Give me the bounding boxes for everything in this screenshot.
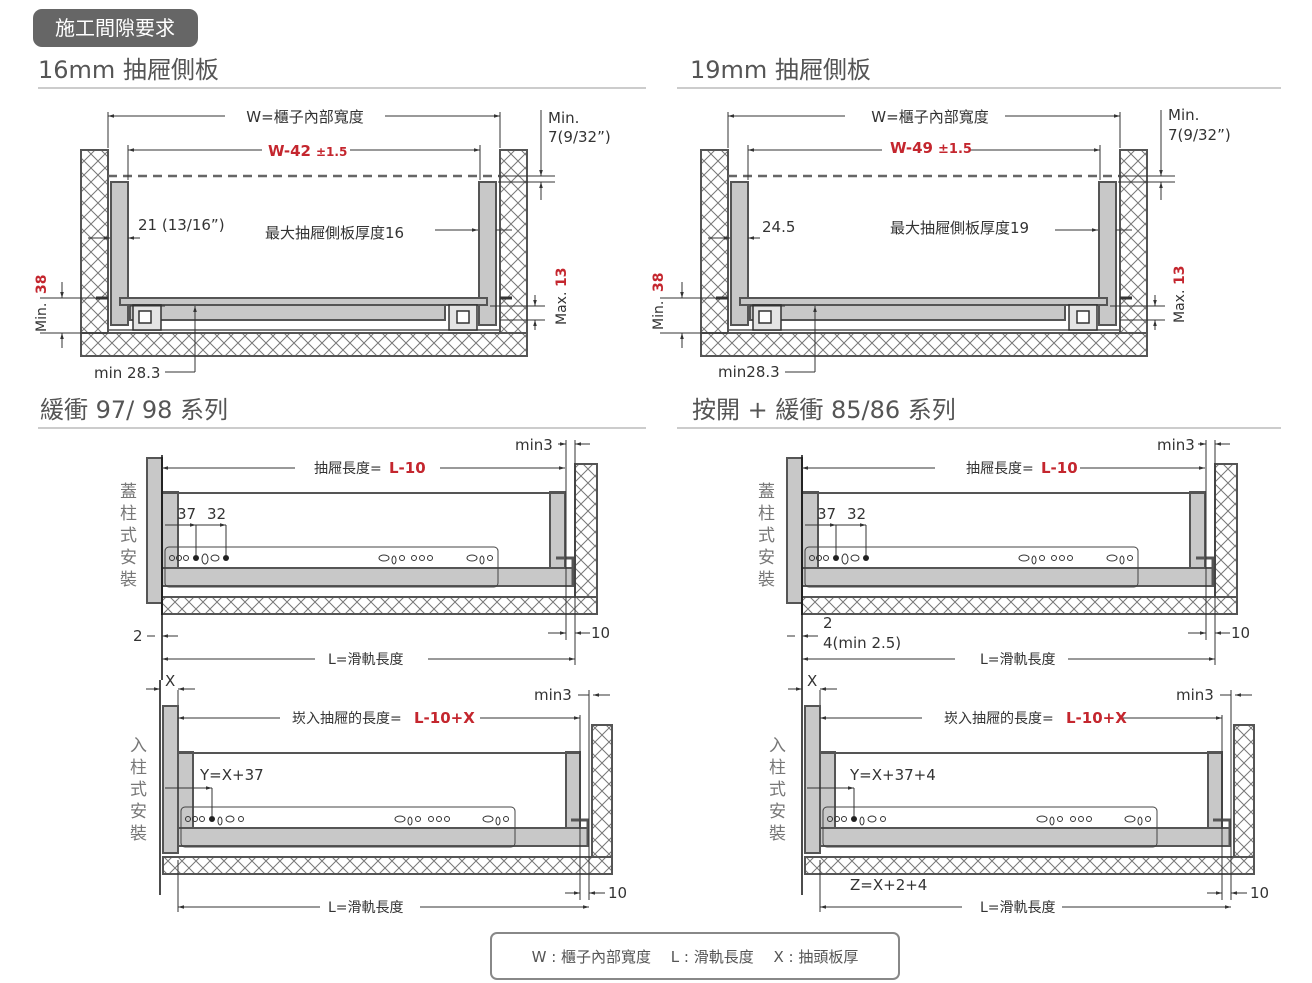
max13-label: Max. bbox=[1172, 290, 1188, 323]
dim-32: 32 bbox=[207, 505, 226, 523]
cross-section-19mm: W=櫃子內部寬度 Min. 7(9/32”) W-49 ±1.5 24.5 最大… bbox=[651, 106, 1231, 381]
dim-37: 37 bbox=[177, 505, 196, 523]
min-label: Min. bbox=[1168, 106, 1199, 124]
drawer-width: W-49 bbox=[890, 139, 933, 157]
dim-32: 32 bbox=[847, 505, 866, 523]
inset-length-label: 崁入抽屜的長度= bbox=[292, 711, 402, 727]
drawer-length-label: 抽屜長度= bbox=[966, 461, 1034, 477]
dim-37: 37 bbox=[817, 505, 836, 523]
max-side-thickness: 最大抽屜側板厚度19 bbox=[890, 219, 1029, 237]
tolerance: ±1.5 bbox=[938, 142, 972, 157]
rail-length: L=滑軌長度 bbox=[328, 899, 404, 916]
w-label: W=櫃子內部寬度 bbox=[246, 108, 363, 126]
max13-value: 13 bbox=[554, 268, 570, 287]
gap-2: 2 bbox=[133, 627, 143, 645]
side-gap: 24.5 bbox=[762, 218, 795, 236]
min38-value: 38 bbox=[34, 275, 50, 294]
min-value: 7(9/32”) bbox=[548, 128, 611, 146]
title-series-85-86: 按開 + 緩衝 85/86 系列 bbox=[692, 396, 956, 424]
cross-section-16mm: W=櫃子內部寬度 Min. 7(9/32”) W-42 ±1.5 21 (13/… bbox=[34, 108, 611, 382]
y-formula: Y=X+37 bbox=[199, 766, 264, 784]
legend-text: W : 櫃子內部寬度 L : 滑軌長度 X : 抽頭板厚 bbox=[532, 948, 859, 966]
overlay-label: 蓋柱式安裝 bbox=[754, 482, 775, 592]
section-badge: 施工間隙要求 bbox=[33, 9, 198, 47]
min-28-3: min28.3 bbox=[718, 363, 780, 381]
dim-10: 10 bbox=[1250, 884, 1269, 902]
drawer-length-value: L-10 bbox=[389, 459, 426, 477]
w-label: W=櫃子內部寬度 bbox=[871, 108, 988, 126]
min38-label: Min. bbox=[34, 303, 50, 332]
inset-label: 入柱式安裝 bbox=[765, 736, 786, 846]
min3-label: min3 bbox=[1157, 436, 1195, 454]
dim-10: 10 bbox=[1231, 624, 1250, 642]
min3-label: min3 bbox=[1176, 686, 1214, 704]
title-series-97-98: 緩衝 97/ 98 系列 bbox=[40, 396, 228, 424]
dim-10: 10 bbox=[591, 624, 610, 642]
side-gap: 21 (13/16”) bbox=[138, 216, 225, 234]
gap-4: 4(min 2.5) bbox=[823, 634, 901, 652]
inset-length-label: 崁入抽屜的長度= bbox=[944, 711, 1054, 727]
x-label: X bbox=[807, 672, 817, 690]
title-16mm: 16mm 抽屜側板 bbox=[38, 56, 219, 84]
min-label: Min. bbox=[548, 109, 579, 127]
drawer-length-label: 抽屜長度= bbox=[314, 461, 382, 477]
inset-label: 入柱式安裝 bbox=[126, 736, 147, 846]
max13-value: 13 bbox=[1172, 266, 1188, 285]
z-formula: Z=X+2+4 bbox=[850, 876, 927, 894]
max-side-thickness: 最大抽屜側板厚度16 bbox=[265, 224, 404, 242]
inset-install-85-86: 入柱式安裝 X min3 崁入抽屜的長度= L-10+X Y=X+37+4 Z=… bbox=[765, 672, 1269, 916]
inset-length-value: L-10+X bbox=[414, 709, 475, 727]
badge-label: 施工間隙要求 bbox=[55, 16, 175, 40]
min38-value: 38 bbox=[651, 273, 667, 292]
min3-label: min3 bbox=[534, 686, 572, 704]
drawer-width: W-42 bbox=[268, 142, 311, 160]
max13-label: Max. bbox=[554, 292, 570, 325]
overlay-install-97-98: 蓋柱式安裝 min3 抽屜長度= L-10 37 32 2 10 L=滑軌長度 bbox=[116, 436, 610, 680]
title-19mm: 19mm 抽屜側板 bbox=[690, 56, 871, 84]
min38-label: Min. bbox=[651, 301, 667, 330]
min-value: 7(9/32”) bbox=[1168, 126, 1231, 144]
overlay-install-85-86: 蓋柱式安裝 min3 抽屜長度= L-10 37 32 2 4(min 2.5)… bbox=[754, 436, 1250, 680]
rail-length: L=滑軌長度 bbox=[980, 651, 1056, 668]
y-formula: Y=X+37+4 bbox=[849, 766, 936, 784]
inset-length-value: L-10+X bbox=[1066, 709, 1127, 727]
dim-10: 10 bbox=[608, 884, 627, 902]
x-label: X bbox=[165, 672, 175, 690]
legend: W : 櫃子內部寬度 L : 滑軌長度 X : 抽頭板厚 bbox=[490, 932, 900, 980]
inset-install-97-98: 入柱式安裝 X min3 崁入抽屜的長度= L-10+X Y=X+37 10 L… bbox=[126, 672, 627, 916]
min-28-3: min 28.3 bbox=[94, 364, 160, 382]
min3-label: min3 bbox=[515, 436, 553, 454]
rail-length: L=滑軌長度 bbox=[328, 651, 404, 668]
rail-length: L=滑軌長度 bbox=[980, 899, 1056, 916]
overlay-label: 蓋柱式安裝 bbox=[116, 482, 137, 592]
tolerance: ±1.5 bbox=[316, 145, 347, 159]
gap-2: 2 bbox=[823, 614, 833, 632]
drawer-length-value: L-10 bbox=[1041, 459, 1078, 477]
